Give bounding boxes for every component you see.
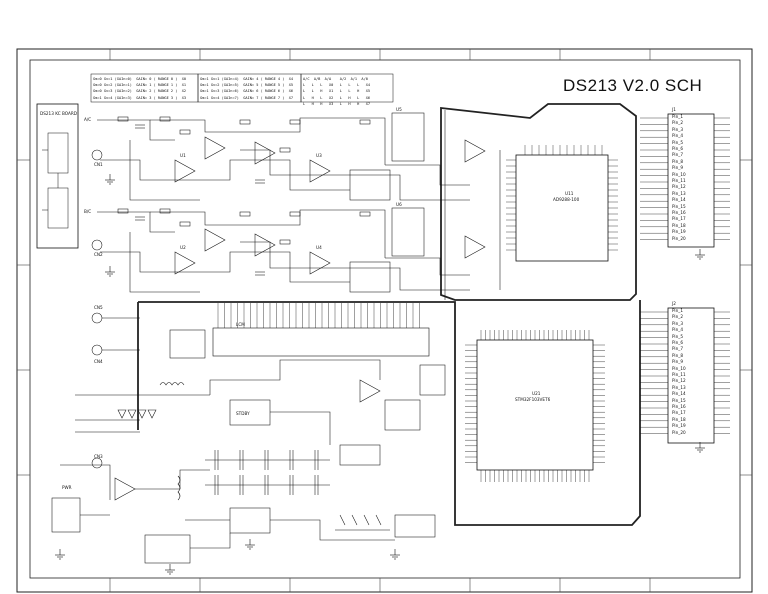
inner-frame bbox=[29, 59, 741, 579]
cn3-label: CN3 bbox=[94, 454, 103, 459]
connector-j1 bbox=[667, 113, 715, 248]
j2-label: J2 bbox=[672, 301, 676, 306]
connector-pin-label: Pin_12 bbox=[672, 184, 686, 190]
adc-part-label: AD9288-100 bbox=[553, 197, 580, 202]
adc-pin-lines bbox=[506, 145, 618, 251]
connector-pin-label: Pin_14 bbox=[672, 197, 686, 203]
u6-label: U6 bbox=[396, 202, 402, 207]
lcm-label: LCM bbox=[236, 322, 245, 327]
connector-pin-label: Pin_11 bbox=[672, 372, 686, 377]
u21-label: U21 bbox=[532, 391, 541, 396]
adc-chip-u11 bbox=[515, 154, 609, 262]
data-bus-outline bbox=[440, 103, 637, 301]
connector-pin-label: Pin_19 bbox=[672, 229, 686, 235]
mode-table-col1: Gm=0 Gv=1 (GAIn=0) GAIN= 0 ( RANGE 0 ) X… bbox=[93, 77, 187, 100]
kc-board-label: DS213 KC BOARD bbox=[40, 111, 77, 116]
lower-bus-outline bbox=[138, 300, 641, 526]
connector-pin-label: Pin_6 bbox=[672, 340, 684, 345]
connector-pin-label: Pin_8 bbox=[672, 352, 684, 358]
pwr-label: PWR bbox=[62, 485, 72, 490]
u1-label: U1 bbox=[180, 153, 186, 158]
connector-pin-label: Pin_6 bbox=[672, 146, 684, 151]
lcm-pin-lines bbox=[217, 303, 420, 328]
connector-pin-label: Pin_3 bbox=[672, 320, 684, 326]
sheet-title: DS213 V2.0 SCH bbox=[563, 76, 703, 95]
stdby-label: STDBY bbox=[236, 411, 250, 416]
kc-board-lines bbox=[42, 132, 69, 229]
connector-pin-label: Pin_4 bbox=[672, 133, 684, 139]
connector-pin-label: Pin_1 bbox=[672, 114, 684, 119]
j1-label: J1 bbox=[672, 107, 676, 112]
connector-j2 bbox=[667, 307, 715, 444]
connector-pin-label: Pin_18 bbox=[672, 416, 686, 422]
connector-pin-label: Pin_13 bbox=[672, 384, 686, 390]
connector-pin-label: Pin_3 bbox=[672, 126, 684, 132]
mcu-part-label: STM32F103VET6 bbox=[515, 397, 551, 402]
u4-label: U4 bbox=[316, 245, 322, 250]
connector-pin-label: Pin_9 bbox=[672, 359, 684, 365]
power-section bbox=[51, 312, 446, 564]
connector-pin-label: Pin_7 bbox=[672, 152, 684, 158]
cn5-label: CN5 bbox=[94, 305, 103, 310]
u3-label: U3 bbox=[316, 153, 322, 158]
connector-pin-label: Pin_18 bbox=[672, 222, 686, 228]
mcu-chip-u21 bbox=[476, 339, 594, 471]
connector-pin-label: Pin_20 bbox=[672, 235, 686, 241]
connector-pin-label: Pin_1 bbox=[672, 308, 684, 313]
channel-a-input: A/C bbox=[84, 117, 92, 122]
u11-label: U11 bbox=[565, 191, 574, 196]
channel-b-input: B/C bbox=[84, 209, 92, 214]
analog-frontend bbox=[91, 110, 501, 300]
connector-pin-label: Pin_12 bbox=[672, 378, 686, 384]
connector-pin-label: Pin_5 bbox=[672, 333, 684, 339]
connector-pin-label: Pin_4 bbox=[672, 327, 684, 333]
connector-pin-label: Pin_19 bbox=[672, 423, 686, 429]
connector-pin-label: Pin_10 bbox=[672, 171, 686, 177]
u5-label: U5 bbox=[396, 107, 402, 112]
mcu-pin-lines bbox=[465, 330, 605, 482]
cn2-label: CN2 bbox=[94, 252, 103, 257]
mode-table-3 bbox=[300, 73, 394, 103]
frame-ticks bbox=[17, 49, 752, 592]
mode-table-col3: A/C A/B A/A A/2 A/1 A/0 L L L X0 L L L X… bbox=[303, 77, 371, 106]
connector-pin-label: Pin_17 bbox=[672, 216, 686, 222]
connector-pin-label: Pin_15 bbox=[672, 397, 686, 403]
u2-label: U2 bbox=[180, 245, 186, 250]
connector-pin-label: Pin_15 bbox=[672, 203, 686, 209]
connector-pin-label: Pin_16 bbox=[672, 404, 686, 409]
connector-pin-label: Pin_13 bbox=[672, 190, 686, 196]
ground-symbols bbox=[55, 174, 705, 575]
connector-pin-label: Pin_9 bbox=[672, 165, 684, 171]
mode-table-col2: Gm=1 Gv=1 (GAIn=4) GAIN= 4 ( RANGE 4 ) X… bbox=[200, 77, 294, 100]
connector-pin-label: Pin_14 bbox=[672, 391, 686, 397]
connector-pin-label: Pin_20 bbox=[672, 429, 686, 435]
cn4-label: CN4 bbox=[94, 359, 103, 364]
connector-pin-label: Pin_11 bbox=[672, 178, 686, 183]
connector-pin-lines bbox=[640, 117, 730, 434]
cn1-label: CN1 bbox=[94, 162, 103, 167]
connector-pin-label: Pin_5 bbox=[672, 139, 684, 145]
outer-frame bbox=[16, 48, 753, 593]
connector-pin-label: Pin_10 bbox=[672, 365, 686, 371]
connector-pin-label: Pin_17 bbox=[672, 410, 686, 416]
kc-board-box bbox=[36, 103, 79, 249]
connector-pin-label: Pin_2 bbox=[672, 314, 684, 320]
connector-pin-label: Pin_8 bbox=[672, 158, 684, 164]
connector-pin-label: Pin_16 bbox=[672, 210, 686, 215]
connector-pin-label: Pin_2 bbox=[672, 120, 684, 126]
connector-pin-label: Pin_7 bbox=[672, 346, 684, 352]
lcm-connector bbox=[212, 327, 430, 357]
